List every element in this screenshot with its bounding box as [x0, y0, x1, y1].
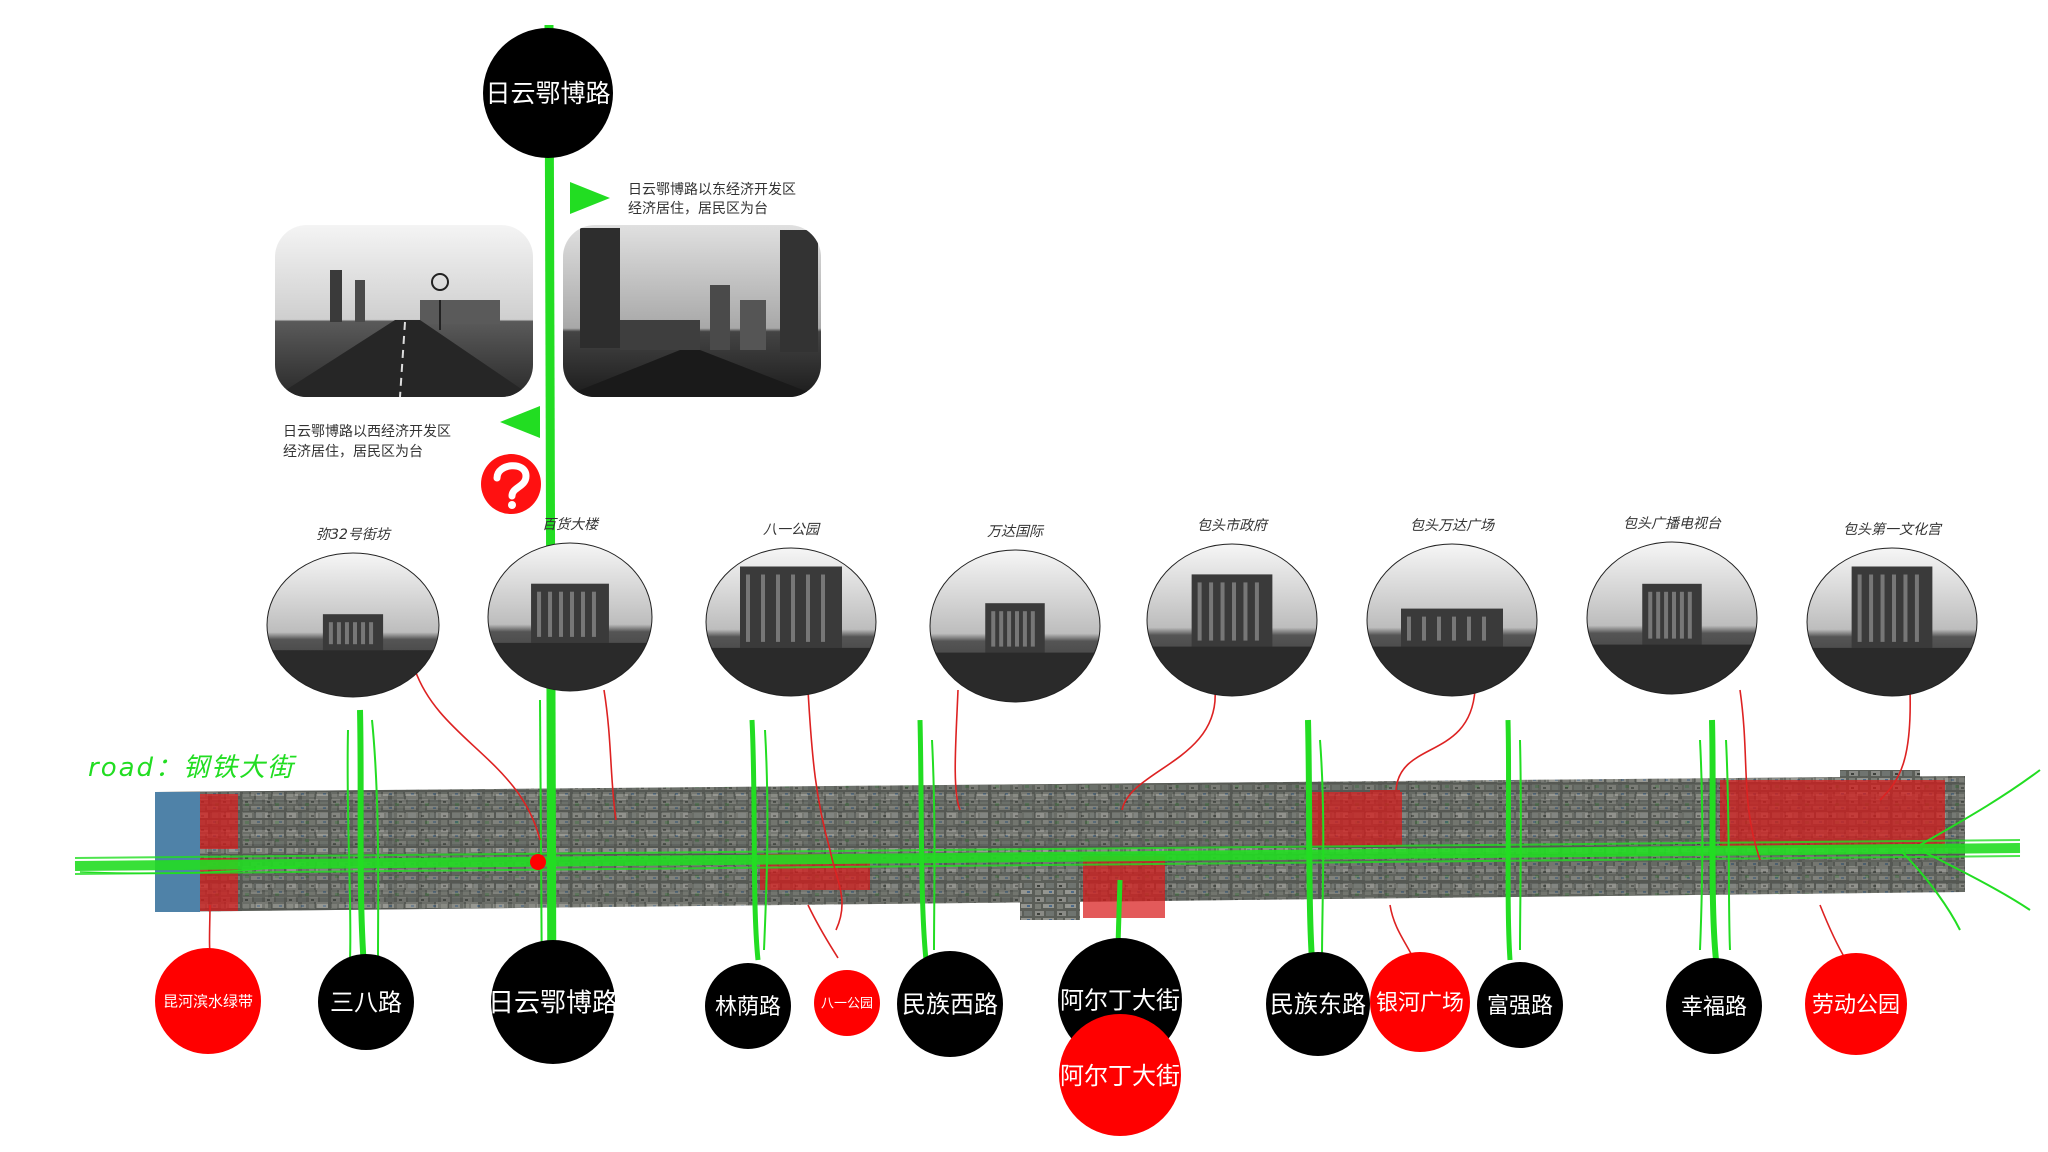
- landmark-1[interactable]: 弥32号街坊: [266, 527, 440, 722]
- node-label: 民族东路: [1270, 991, 1366, 1019]
- street-photo-west: [275, 225, 533, 397]
- landmark-label: 百货大楼: [542, 517, 600, 533]
- node-extra-alding[interactable]: 阿尔丁大街: [1059, 1014, 1181, 1136]
- location-marker: [530, 854, 546, 870]
- landmark-label: 弥32号街坊: [316, 527, 392, 543]
- node-10[interactable]: 富强路: [1477, 962, 1563, 1048]
- red-connectors: [208, 669, 1912, 969]
- landmark-6[interactable]: 包头万达广场: [1366, 518, 1538, 723]
- landmark-5[interactable]: 包头市政府: [1146, 518, 1318, 723]
- node-11[interactable]: 幸福路: [1666, 958, 1762, 1054]
- street-photo-east: [563, 225, 821, 397]
- aerial-strip: [155, 770, 1965, 920]
- node-label: 日云鄂博路: [488, 988, 618, 1018]
- note-west-line2: 经济居住，居民区为台: [283, 444, 423, 460]
- landmark-8[interactable]: 包头第一文化宫: [1806, 522, 1978, 722]
- cross-streets: [346, 709, 1731, 981]
- nodes-row: 昆河滨水绿带 三八路 日云鄂博路 林荫路 八一公园 民族西路 阿尔丁大街 民族东路银河广场富强…: [155, 938, 1907, 1064]
- node-3[interactable]: 日云鄂博路: [488, 940, 618, 1064]
- node-extra-label: 阿尔丁大街: [1060, 1062, 1180, 1090]
- arrow-east-icon: [570, 182, 610, 214]
- landmark-7[interactable]: 包头广播电视台: [1586, 516, 1758, 721]
- main-road-title: 日云鄂博路: [485, 79, 610, 108]
- node-label: 劳动公园: [1812, 993, 1900, 1018]
- node-5[interactable]: 八一公园: [814, 970, 880, 1036]
- landmark-label: 包头广播电视台: [1623, 516, 1722, 532]
- node-4[interactable]: 林荫路: [705, 963, 791, 1049]
- landmark-2[interactable]: 百货大楼: [487, 517, 653, 717]
- node-label: 八一公园: [821, 997, 873, 1012]
- note-west-line1: 日云鄂博路以西经济开发区: [283, 423, 451, 440]
- note-east-line1: 日云鄂博路以东经济开发区: [628, 181, 796, 198]
- node-label: 昆河滨水绿带: [163, 992, 253, 1010]
- node-6[interactable]: 民族西路: [897, 951, 1003, 1057]
- landmark-3[interactable]: 八一公园: [705, 522, 877, 722]
- node-label: 幸福路: [1681, 995, 1747, 1020]
- landmark-label: 包头市政府: [1197, 518, 1269, 534]
- node-label: 民族西路: [902, 991, 998, 1019]
- arrow-west-icon: [500, 406, 540, 438]
- node-label: 富强路: [1487, 994, 1553, 1019]
- node-label: 银河广场: [1376, 991, 1464, 1016]
- main-road-title-node[interactable]: 日云鄂博路: [483, 28, 613, 158]
- landmark-label: 八一公园: [763, 522, 821, 538]
- landmark-label: 万达国际: [987, 524, 1045, 540]
- node-9[interactable]: 银河广场: [1370, 952, 1470, 1052]
- node-1[interactable]: 昆河滨水绿带: [155, 948, 261, 1054]
- landmark-label: 包头第一文化宫: [1843, 522, 1943, 538]
- question-mark-badge-icon[interactable]: [481, 454, 541, 514]
- node-label: 三八路: [330, 989, 402, 1017]
- landmark-label: 包头万达广场: [1410, 518, 1495, 534]
- node-label: 林荫路: [715, 995, 781, 1020]
- node-label: 阿尔丁大街: [1060, 987, 1180, 1015]
- node-8[interactable]: 民族东路: [1266, 952, 1370, 1056]
- main-road-lines: [74, 769, 2041, 931]
- landmark-4[interactable]: 万达国际: [929, 524, 1101, 729]
- node-2[interactable]: 三八路: [318, 954, 414, 1050]
- landmarks-row: 弥32号街坊 百货大楼 八一公园 万达国际 包头市政府 包头万达广场 包头广播电视台 包头第一…: [266, 516, 1978, 729]
- road-label: road：钢铁大街: [88, 753, 297, 783]
- note-east-line2: 经济居住，居民区为台: [628, 201, 768, 217]
- node-12[interactable]: 劳动公园: [1805, 953, 1907, 1055]
